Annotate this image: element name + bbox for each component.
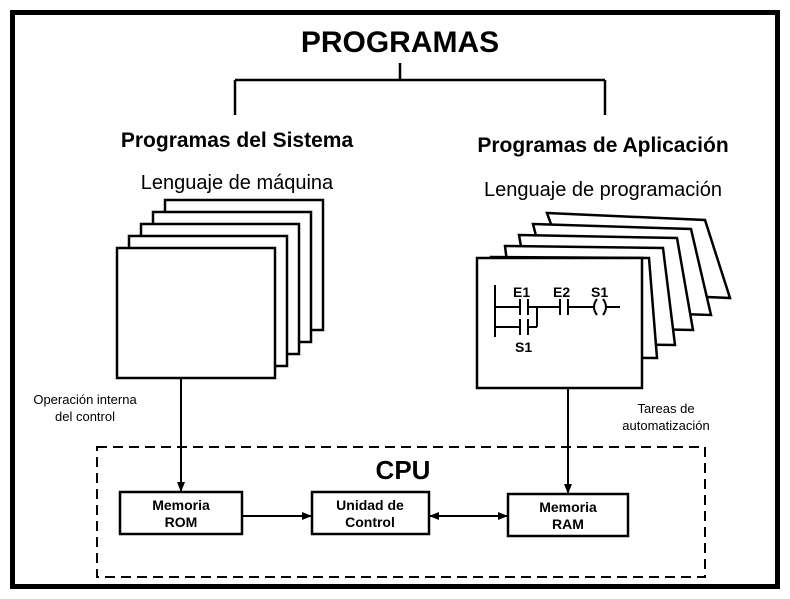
internal-operation-caption-line1: Operación interna xyxy=(33,392,137,407)
memory-ram-line1: Memoria xyxy=(539,499,597,515)
ladder-label-s1-coil: S1 xyxy=(591,284,608,300)
ladder-diagram xyxy=(494,285,620,337)
programming-language-subheading: Lenguaje de programación xyxy=(484,179,722,201)
memory-ram-line2: RAM xyxy=(552,516,584,532)
automation-tasks-caption-line2: automatización xyxy=(622,418,709,433)
system-programs-heading: Programas del Sistema xyxy=(121,129,354,152)
cpu-label: CPU xyxy=(376,455,431,485)
tree-connector xyxy=(233,63,607,115)
machine-language-subheading: Lenguaje de máquina xyxy=(141,172,334,194)
ladder-label-e2: E2 xyxy=(553,284,570,300)
diagram-frame: PROGRAMAS Programas del Sistema Lenguaje… xyxy=(10,10,780,589)
title: PROGRAMAS xyxy=(301,26,499,59)
system-program-pages xyxy=(115,198,325,380)
automation-tasks-caption-line1: Tareas de xyxy=(637,401,694,416)
cpu-boundary xyxy=(96,446,706,578)
programas-diagram: PROGRAMAS Programas del Sistema Lenguaje… xyxy=(33,26,732,578)
application-programs-heading: Programas de Aplicación xyxy=(477,134,728,157)
control-unit-line2: Control xyxy=(345,514,395,530)
memory-rom-box xyxy=(118,490,244,536)
memory-ram-box xyxy=(506,492,630,538)
memory-rom-line1: Memoria xyxy=(152,497,210,513)
ladder-label-e1: E1 xyxy=(513,284,530,300)
internal-operation-caption-line2: del control xyxy=(55,409,115,424)
ladder-label-s1-contact: S1 xyxy=(515,339,532,355)
control-unit-line1: Unidad de xyxy=(336,497,404,513)
control-unit-box xyxy=(310,490,431,536)
application-program-pages xyxy=(475,211,732,390)
memory-rom-line2: ROM xyxy=(165,514,198,530)
